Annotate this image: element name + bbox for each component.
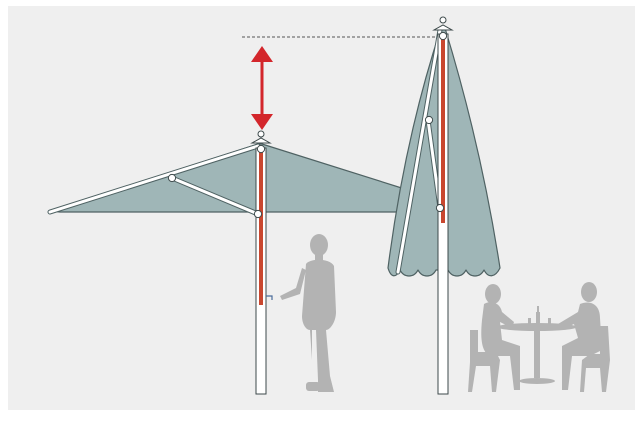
closed-umbrella-finial [432,16,454,31]
seated-people-silhouette [468,282,610,392]
closed-umbrella [387,16,501,395]
height-arrow [251,46,273,130]
open-umbrella [47,130,409,395]
open-umbrella-finial [250,130,272,144]
standing-person-silhouette [280,234,336,392]
